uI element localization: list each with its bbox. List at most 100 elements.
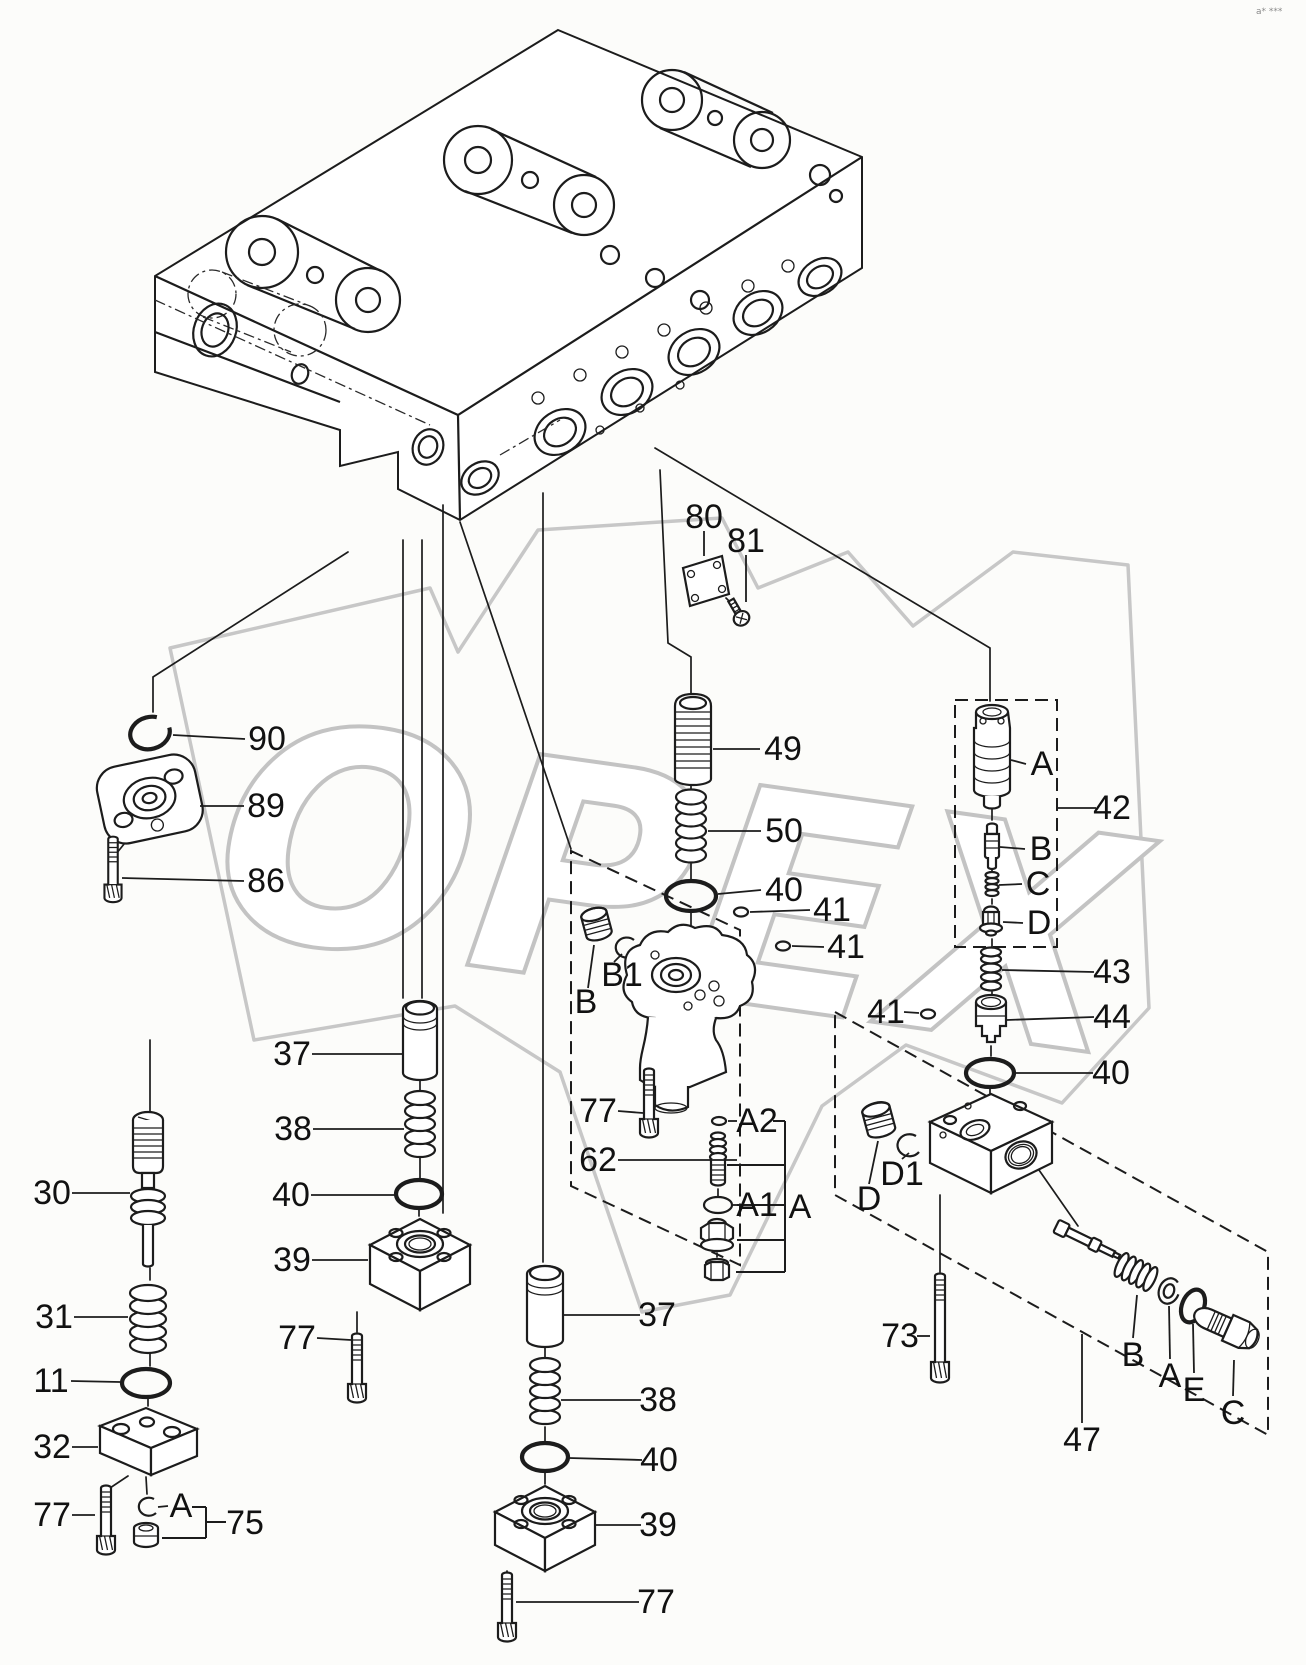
part-plug-b-center bbox=[580, 906, 613, 942]
callout-39-left: 39 bbox=[273, 1241, 311, 1279]
callout-d-42: D bbox=[1027, 904, 1052, 942]
part-clip-d1 bbox=[896, 1133, 920, 1158]
part-valve-body-62 bbox=[622, 923, 757, 1114]
top-plate-lobes bbox=[224, 68, 844, 334]
leader-c-47 bbox=[1232, 1359, 1235, 1397]
callout-38-mid: 38 bbox=[639, 1381, 677, 1419]
group-brackets bbox=[162, 1120, 786, 1539]
part-oring-40-right bbox=[963, 1056, 1017, 1090]
leader-a-75 bbox=[157, 1505, 169, 1508]
leader-77-left bbox=[316, 1337, 352, 1341]
leader-11 bbox=[70, 1380, 121, 1383]
front-face-bores bbox=[192, 302, 445, 466]
leader-b-center bbox=[587, 944, 595, 989]
part-spring-38-mid bbox=[528, 1356, 562, 1426]
leader-86 bbox=[121, 877, 245, 882]
callout-77-mid: 77 bbox=[637, 1583, 675, 1621]
corner-mark: a* *** bbox=[1256, 7, 1283, 17]
watermark-border bbox=[168, 516, 1151, 1314]
part-poppet-44 bbox=[974, 993, 1008, 1044]
part-nut-d42 bbox=[978, 905, 1004, 937]
leader-d-42 bbox=[1002, 921, 1024, 924]
part-plunger-37-left bbox=[401, 999, 439, 1082]
part-oring-11 bbox=[119, 1366, 173, 1400]
callout-77-center: 77 bbox=[579, 1092, 617, 1130]
part-oring-40-mid bbox=[519, 1440, 571, 1474]
callout-43: 43 bbox=[1093, 953, 1131, 991]
part-oring-40-center bbox=[663, 878, 719, 914]
part-spring-43 bbox=[979, 946, 1003, 992]
part-bolt-77-left bbox=[346, 1332, 368, 1404]
part-snap-ring-90 bbox=[128, 714, 172, 752]
part-spring-31 bbox=[128, 1283, 168, 1355]
part-ring-41-b bbox=[774, 940, 792, 952]
part-plug-75 bbox=[132, 1521, 160, 1549]
group-box-62 bbox=[570, 849, 741, 1267]
callout-37-left: 37 bbox=[273, 1035, 311, 1073]
callout-11: 11 bbox=[33, 1362, 68, 1400]
callout-39-mid: 39 bbox=[639, 1506, 677, 1544]
main-valve-body bbox=[154, 28, 863, 522]
part-cartridge-a42 bbox=[972, 703, 1012, 810]
callout-47: 47 bbox=[1063, 1421, 1101, 1459]
part-plug-d47 bbox=[861, 1101, 897, 1139]
leader-b-47 bbox=[1132, 1294, 1138, 1339]
leader-90 bbox=[172, 734, 246, 740]
callout-37-mid: 37 bbox=[638, 1296, 676, 1334]
part-adjust-screw-30 bbox=[129, 1110, 167, 1268]
part-spring-c42 bbox=[984, 870, 1000, 898]
leader-41-c bbox=[903, 1011, 920, 1014]
callout-32: 32 bbox=[33, 1428, 71, 1466]
top-plate-phantom bbox=[187, 269, 327, 357]
callout-b-47: B bbox=[1122, 1336, 1145, 1374]
callout-a1: A1 bbox=[736, 1186, 778, 1224]
callout-49: 49 bbox=[764, 730, 802, 768]
callout-41-c: 41 bbox=[867, 993, 905, 1031]
callout-62: 62 bbox=[579, 1141, 617, 1179]
callout-b-42: B bbox=[1030, 830, 1053, 868]
part-plate-80 bbox=[681, 554, 731, 608]
part-oring-a2 bbox=[710, 1115, 728, 1127]
callout-a2: A2 bbox=[736, 1102, 778, 1140]
part-bolt-73 bbox=[929, 1272, 951, 1384]
part-block-39-left bbox=[367, 1217, 473, 1312]
callout-c-47: C bbox=[1221, 1394, 1246, 1432]
leader-d1 bbox=[901, 1152, 910, 1160]
part-bolt-77-mid bbox=[496, 1571, 518, 1643]
part-hex-plug-c47 bbox=[1193, 1306, 1260, 1350]
part-cover-89 bbox=[95, 753, 204, 845]
part-nut-1 bbox=[699, 1217, 735, 1253]
callout-b1-center: B1 bbox=[601, 956, 643, 994]
part-spool-b42 bbox=[983, 822, 1001, 871]
callout-a-group: A bbox=[789, 1188, 812, 1226]
callout-80: 80 bbox=[685, 498, 723, 536]
callout-38-left: 38 bbox=[274, 1110, 312, 1148]
part-bolt-86 bbox=[103, 835, 123, 904]
callout-40-mid: 40 bbox=[640, 1441, 678, 1479]
callout-41-b: 41 bbox=[827, 928, 865, 966]
leader-43 bbox=[1001, 969, 1095, 973]
part-ring-41-a bbox=[732, 906, 750, 918]
callout-d1: D1 bbox=[880, 1155, 923, 1193]
callout-42: 42 bbox=[1093, 789, 1131, 827]
leader-41-a bbox=[749, 909, 811, 913]
leader-c-42 bbox=[998, 883, 1023, 886]
part-seat-a47 bbox=[1157, 1277, 1181, 1305]
part-spring-b47 bbox=[1113, 1252, 1159, 1292]
part-clip-a75 bbox=[137, 1496, 157, 1517]
callout-41-a: 41 bbox=[813, 891, 851, 929]
callout-44: 44 bbox=[1093, 998, 1131, 1036]
callout-d-47: D bbox=[857, 1180, 882, 1218]
callout-77-bottomleft: 77 bbox=[33, 1496, 71, 1534]
parts bbox=[95, 554, 1260, 1643]
callout-c-42: C bbox=[1026, 865, 1051, 903]
part-spring-50 bbox=[674, 788, 708, 864]
part-screw-81 bbox=[726, 597, 751, 627]
callout-a-47: A bbox=[1159, 1357, 1182, 1395]
part-stud-a bbox=[708, 1131, 728, 1187]
part-cover-32 bbox=[97, 1406, 200, 1477]
part-oring-40-left bbox=[393, 1177, 445, 1211]
